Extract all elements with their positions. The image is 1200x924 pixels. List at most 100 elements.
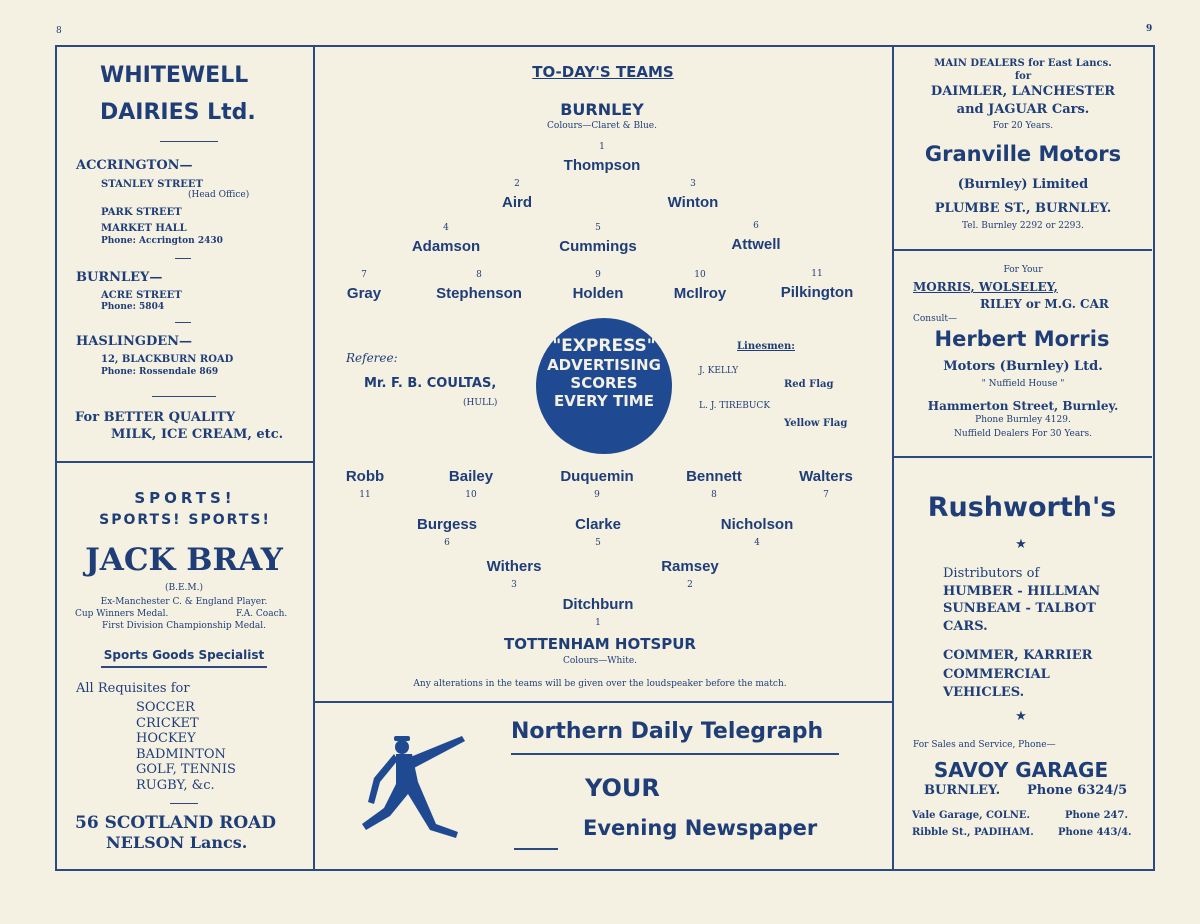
divider <box>55 461 313 463</box>
player-name: Nicholson <box>720 516 794 533</box>
badge-text: EVERY TIME <box>554 392 654 410</box>
phone: Tel. Burnley 2292 or 2293. <box>961 221 1085 231</box>
player-name: Thompson <box>563 157 641 174</box>
ad-text: For 20 Years. <box>992 121 1054 131</box>
sport-item: BADMINTON <box>136 746 226 762</box>
requisites-label: All Requisites for <box>76 681 190 696</box>
player-name: Ditchburn <box>562 596 634 613</box>
player-name: Attwell <box>731 236 781 253</box>
ad-text: " Nuffield House " <box>981 379 1065 389</box>
ad-title: Herbert Morris <box>934 327 1110 351</box>
phone: Phone: 5804 <box>101 302 165 312</box>
badge-text: "EXPRESS" <box>552 336 656 356</box>
address: Hammerton Street, Burnley. <box>927 399 1119 413</box>
teams-heading: TO-DAY'S TEAMS <box>532 63 674 81</box>
ad-text: For Your <box>1003 265 1043 275</box>
player-name: Clarke <box>575 516 621 533</box>
page-border <box>55 45 1155 871</box>
tagline: For BETTER QUALITY <box>75 410 236 425</box>
phone: Phone Burnley 4129. <box>975 415 1071 425</box>
player-number: 3 <box>690 179 696 189</box>
phone: Phone: Rossendale 869 <box>101 367 219 377</box>
sport-item: CRICKET <box>136 715 199 731</box>
address: PLUMBE ST., BURNLEY. <box>934 201 1112 216</box>
page-number-right: 9 <box>1146 24 1153 34</box>
honour: (B.E.M.) <box>164 583 204 593</box>
player-name: Holden <box>572 285 624 302</box>
ad-text: (Burnley) Limited <box>957 177 1089 192</box>
ad-title: Granville Motors <box>924 142 1122 166</box>
ad-text: RILEY or M.G. CAR <box>980 297 1109 311</box>
player-name: Duquemin <box>560 468 634 485</box>
player-name: Gray <box>346 285 382 302</box>
credential: Ex-Manchester C. & England Player. <box>100 597 268 607</box>
away-team-name: TOTTENHAM HOTSPUR <box>504 635 696 653</box>
address: Ribble St., PADIHAM. <box>912 827 1034 838</box>
divider <box>313 701 893 703</box>
phone: Phone 443/4. <box>1058 827 1132 838</box>
player-name: Winton <box>667 194 719 211</box>
player-number: 11 <box>359 490 371 500</box>
player-number: 1 <box>599 142 605 152</box>
make: COMMERCIAL <box>943 667 1050 682</box>
address: 12, BLACKBURN ROAD <box>101 354 234 365</box>
player-number: 8 <box>476 270 482 280</box>
linesman-flag: Red Flag <box>784 379 834 390</box>
garage-name: SAVOY GARAGE <box>933 758 1109 782</box>
divider <box>892 456 1152 458</box>
alterations-note: Any alterations in the teams will be giv… <box>413 679 787 689</box>
referee-name: Mr. F. B. COULTAS, <box>364 376 497 391</box>
player-number: 1 <box>595 618 601 628</box>
make: CARS. <box>943 619 988 634</box>
player-number: 4 <box>754 538 760 548</box>
player-name: Adamson <box>411 238 481 255</box>
make: HUMBER - HILLMAN <box>943 584 1101 599</box>
player-number: 9 <box>595 270 601 280</box>
player-number: 7 <box>361 270 367 280</box>
player-name: Robb <box>345 468 385 485</box>
tagline: MILK, ICE CREAM, etc. <box>111 427 284 442</box>
express-badge: "EXPRESS" ADVERTISING SCORES EVERY TIME <box>536 318 672 454</box>
player-name: Pilkington <box>780 284 854 301</box>
phone: Phone 6324/5 <box>1027 783 1128 798</box>
page-number-left: 8 <box>56 26 62 36</box>
badge-text: SCORES <box>570 374 638 392</box>
home-colours: Colours—Claret & Blue. <box>547 121 657 131</box>
player-name: Stephenson <box>436 285 522 302</box>
ad-text: Distributors of <box>943 566 1040 581</box>
headline: SPORTS! SPORTS! <box>99 512 271 528</box>
player-number: 7 <box>823 490 829 500</box>
player-name: Bailey <box>448 468 494 485</box>
tagline: YOUR <box>585 774 660 802</box>
player-number: 4 <box>443 223 449 233</box>
credential: First Division Championship Medal. <box>102 621 266 631</box>
ad-text: For Sales and Service, Phone— <box>913 740 1056 750</box>
ad-title: JACK BRAY <box>85 542 283 578</box>
town: HASLINGDEN— <box>76 334 193 349</box>
star-icon: ★ <box>1015 709 1027 724</box>
player-number: 5 <box>595 538 601 548</box>
sport-item: GOLF, TENNIS <box>136 762 236 777</box>
make: SUNBEAM - TALBOT <box>943 601 1096 616</box>
referee-label: Referee: <box>346 351 398 365</box>
ad-title: Rushworth's <box>927 492 1117 523</box>
player-number: 5 <box>595 223 601 233</box>
badge-text: ADVERTISING <box>547 356 661 374</box>
credential: F.A. Coach. <box>236 609 288 619</box>
make: VEHICLES. <box>943 685 1025 700</box>
linesman-name: J. KELLY <box>699 366 739 376</box>
player-number: 8 <box>711 490 717 500</box>
divider <box>313 45 315 869</box>
player-number: 6 <box>444 538 450 548</box>
subtitle: Sports Goods Specialist <box>103 648 265 662</box>
address: NELSON Lancs. <box>106 833 248 852</box>
ad-title: WHITEWELL <box>100 63 249 88</box>
phone: Phone: Accrington 2430 <box>101 236 223 246</box>
star-icon: ★ <box>1015 537 1027 552</box>
make: COMMER, KARRIER <box>943 648 1093 663</box>
ad-title: DAIRIES Ltd. <box>100 100 256 125</box>
ad-text: MORRIS, WOLSELEY, <box>913 280 1058 294</box>
player-name: Walters <box>799 468 853 485</box>
home-team-name: BURNLEY <box>560 100 644 119</box>
